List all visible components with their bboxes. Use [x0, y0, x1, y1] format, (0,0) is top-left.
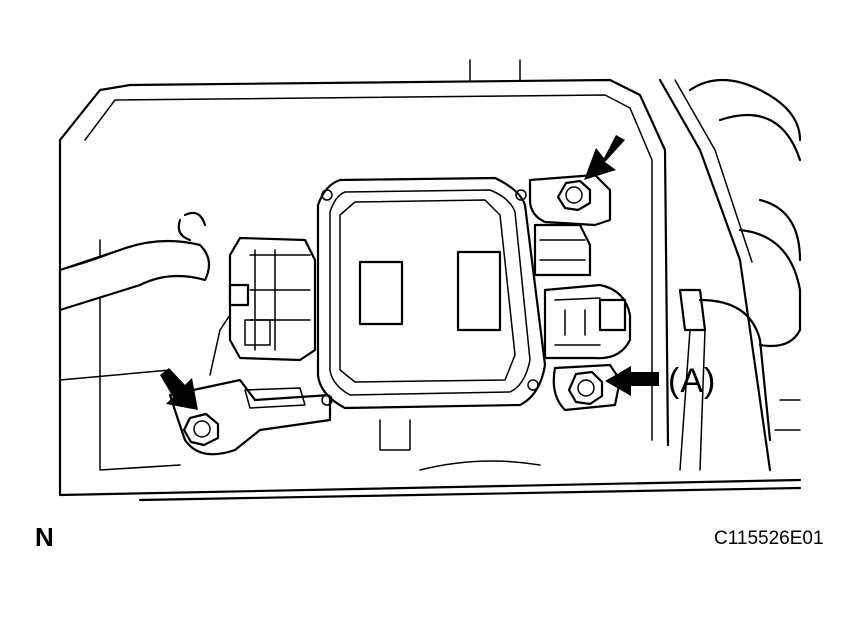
- bolt-icon: [182, 412, 220, 447]
- left-connector: [228, 236, 317, 362]
- bolt-icon: [567, 370, 604, 406]
- right-structure: [658, 78, 802, 472]
- bolt-icon: [556, 179, 592, 212]
- ecu-label-left: [358, 260, 404, 326]
- arrow-icon: [160, 368, 198, 410]
- figure-id: C115526E01: [714, 528, 824, 549]
- callout-label-a: (A): [668, 362, 717, 400]
- ecu-box: [316, 176, 547, 410]
- ecu-label-right: [456, 250, 502, 332]
- hose: [58, 211, 211, 312]
- arrow-icon: [584, 135, 625, 180]
- arrow-icon: [605, 366, 659, 396]
- north-indicator: N: [35, 522, 54, 552]
- body-panel: [58, 59, 802, 502]
- right-connector: [533, 223, 632, 360]
